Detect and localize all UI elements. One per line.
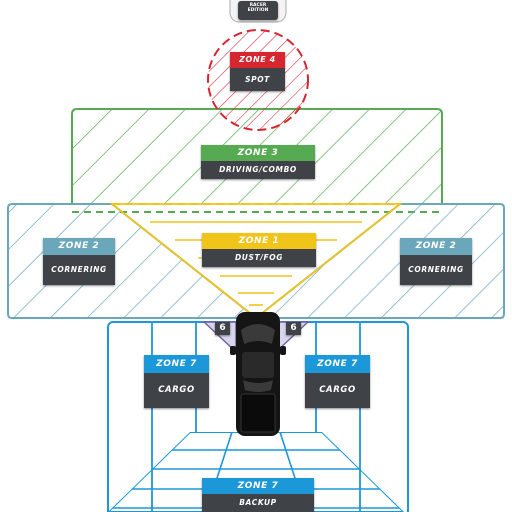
zone2-left-label: ZONE 2 CORNERING [43,238,115,285]
zone-name: DUST/FOG [202,249,316,267]
zone7-cargo-left-label: ZONE 7 CARGO [144,355,209,408]
zone4-spot-label: ZONE 4 SPOT [230,52,285,91]
zone-title: ZONE 2 [400,238,472,255]
zone7-cargo-right-label: ZONE 7 CARGO [305,355,370,408]
badge-line-2: EDITION [247,8,269,13]
zone-name: DRIVING/COMBO [201,161,315,179]
zone6-left-number: 6 [219,323,226,333]
zone-name: CARGO [144,373,209,408]
zone-title: ZONE 7 [202,478,314,494]
zone6-right-number: 6 [290,323,297,333]
badge-line-1: RACER [249,3,267,8]
zone6-right-marker: 6 [286,322,301,335]
zone3-driving-label: ZONE 3 DRIVING/COMBO [201,145,315,179]
zone-title: ZONE 7 [144,355,209,373]
zone2-right-label: ZONE 2 CORNERING [400,238,472,285]
racer-edition-badge: RACER EDITION [238,1,278,20]
zone7-backup-label: ZONE 7 BACKUP [202,478,314,512]
zone1-dust-label: ZONE 1 DUST/FOG [202,233,316,267]
zone-name: CORNERING [43,255,115,285]
zone-name: SPOT [230,68,285,91]
zone-name: BACKUP [202,494,314,512]
zone-title: ZONE 1 [202,233,316,249]
zone-name: CORNERING [400,255,472,285]
zone-title: ZONE 3 [201,145,315,161]
zone6-left-marker: 6 [215,322,230,335]
zone-name: CARGO [305,373,370,408]
zone-title: ZONE 7 [305,355,370,373]
zone-title: ZONE 4 [230,52,285,68]
zone-title: ZONE 2 [43,238,115,255]
truck-icon [230,312,286,436]
